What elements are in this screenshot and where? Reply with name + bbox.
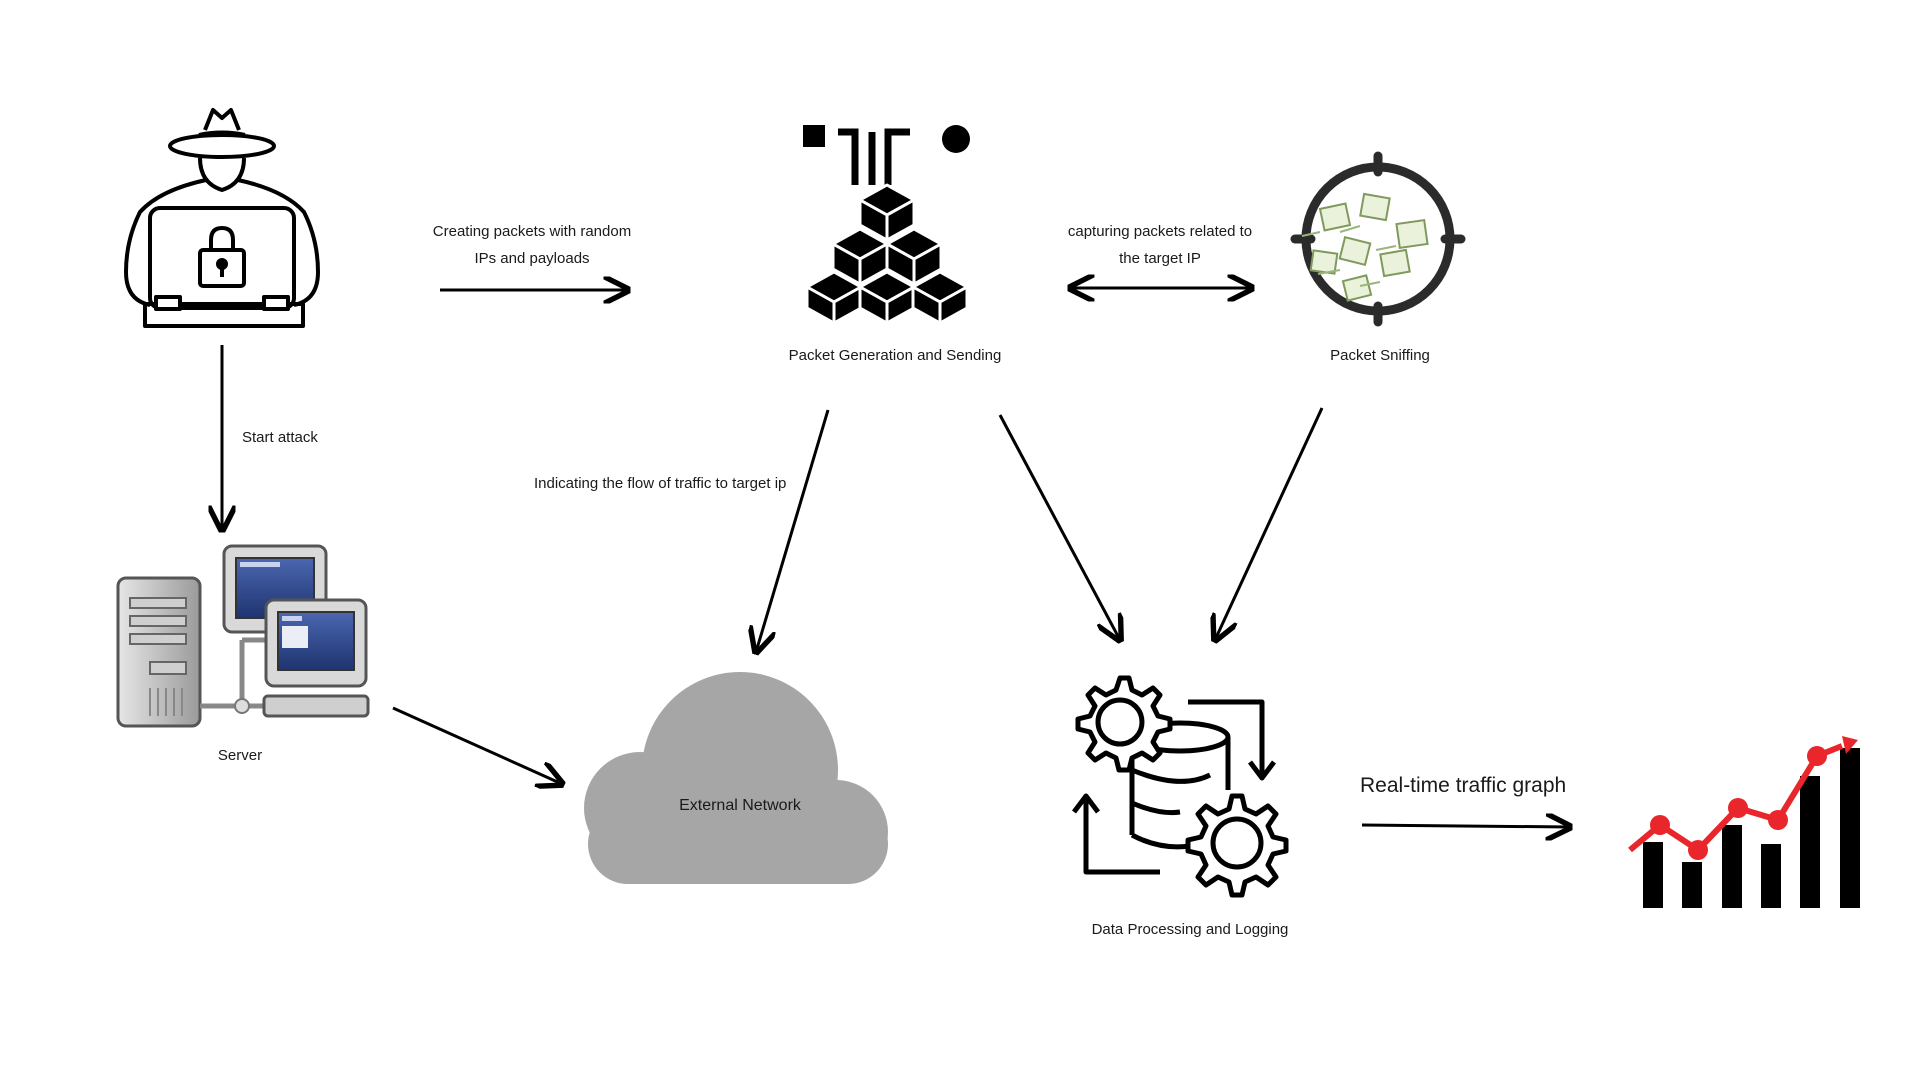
node-label-packet-generation: Packet Generation and Sending <box>788 347 1002 364</box>
hacker-with-laptop-icon <box>124 108 320 328</box>
bar-line-chart-icon <box>1628 736 1860 908</box>
edge-label-create-packets: Creating packets with random IPs and pay… <box>432 223 632 267</box>
gears-database-icon <box>1072 675 1289 898</box>
node-label-data-processing: Data Processing and Logging <box>1091 921 1289 938</box>
edge-label-start-attack: Start attack <box>242 429 318 446</box>
connector-arrows <box>222 288 1570 827</box>
arrow-processing-to-graph <box>1361 825 1570 827</box>
node-label-server: Server <box>217 747 263 764</box>
arrow-sniffer-to-processing <box>1215 407 1324 640</box>
edge-label-capturing-packets: capturing packets related to the target … <box>1067 223 1253 267</box>
arrow-server-to-network <box>392 706 562 784</box>
arrow-generator-to-network <box>756 409 830 652</box>
server-computers-icon <box>116 544 370 728</box>
edge-label-traffic-flow: Indicating the flow of traffic to target… <box>534 475 787 492</box>
crosshair-target-icon <box>1290 151 1466 327</box>
edge-label-realtime-graph: Real-time traffic graph <box>1360 774 1567 797</box>
cloud-icon <box>584 672 888 884</box>
node-label-packet-sniffing: Packet Sniffing <box>1330 347 1430 364</box>
packet-blocks-icon <box>803 125 970 325</box>
node-label-external-network: External Network <box>679 797 801 814</box>
arrow-generator-to-processing <box>998 414 1120 640</box>
